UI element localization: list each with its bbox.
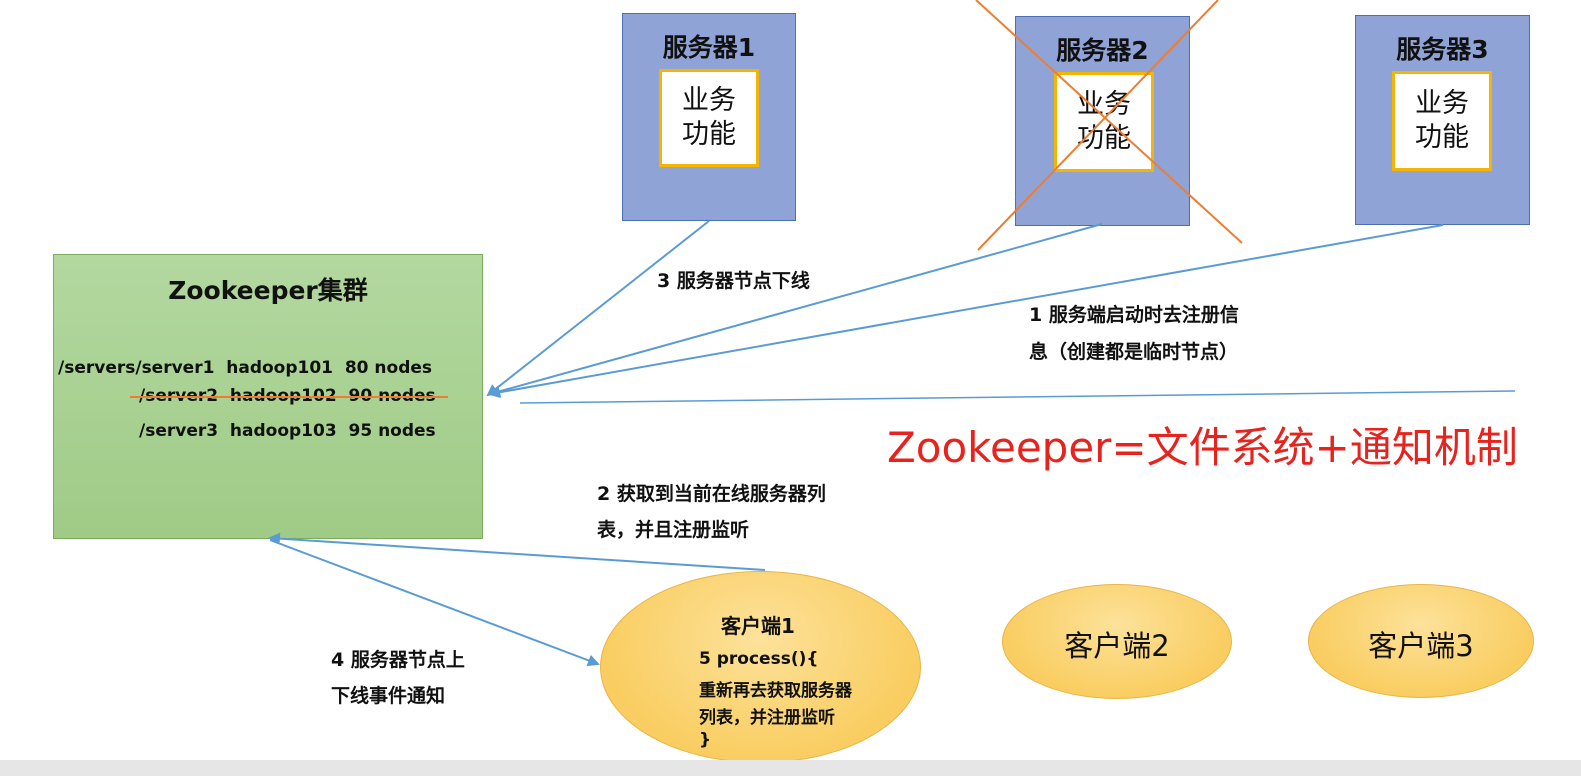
server-3-business-line2: 功能 [1415,122,1469,153]
server-1-business-box: 业务 功能 [659,69,759,167]
znode-server1: /servers/server1 hadoop101 80 nodes [58,358,433,378]
server-1-title: 服务器1 [662,33,756,62]
server-2-business-line1: 业务 [1077,89,1131,120]
bottom-bar [0,760,1581,776]
step4-label-line1: 4 服务器节点上 [331,649,465,671]
divider-line [519,390,1516,404]
client-3-title: 客户端3 [1368,629,1474,663]
client-1-process-line4: } [699,730,712,750]
server-2-title: 服务器2 [1056,36,1149,65]
step2-label-line1: 2 获取到当前在线服务器列 [597,483,826,505]
step1-label-line1: 1 服务端启动时去注册信 [1029,304,1239,326]
client-1-title: 客户端1 [721,614,795,638]
client-3-ellipse: 客户端3 [1308,584,1534,698]
client-1-process-line1: 5 process(){ [699,649,819,669]
server-1-box: 服务器1 业务 功能 [622,13,796,221]
arrow-server1-to-zookeeper [486,220,710,397]
znode-server3: /server3 hadoop103 95 nodes [139,421,436,441]
server-2-box: 服务器2 业务 功能 [1015,16,1190,226]
server-1-business-line1: 业务 [682,85,736,116]
server-3-business-line1: 业务 [1415,88,1469,119]
server-3-box: 服务器3 业务 功能 [1355,15,1530,225]
client-2-ellipse: 客户端2 [1002,584,1232,699]
server-3-business-box: 业务 功能 [1392,71,1492,171]
server2-cross-stroke-a [975,0,1243,244]
client-2-title: 客户端2 [1064,629,1170,663]
arrow-server2-to-zookeeper [488,223,1103,398]
arrow-zookeeper-to-client1 [269,539,600,667]
step2-label-line2: 表，并且注册监听 [597,519,750,541]
client-1-process-line3: 列表，并注册监听 [699,708,835,728]
server2-cross-stroke-b [977,0,1219,251]
step4-label-line2: 下线事件通知 [331,685,446,707]
client-1-process-line2: 重新再去获取服务器 [699,681,852,701]
server-1-business-line2: 功能 [682,119,736,150]
arrow-server3-to-zookeeper [488,224,1444,399]
step3-label: 3 服务器节点下线 [657,270,810,292]
client-1-ellipse: 客户端1 5 process(){ 重新再去获取服务器 列表，并注册监听 } [600,571,921,763]
headline-text: Zookeeper=文件系统+通知机制 [887,423,1518,472]
server-2-business-box: 业务 功能 [1054,72,1154,172]
step1-label-line2: 息（创建都是临时节点） [1029,341,1239,363]
server-3-title: 服务器3 [1396,35,1489,64]
arrow-client1-to-zookeeper [268,532,766,571]
zookeeper-cluster-title: Zookeeper集群 [168,276,368,305]
